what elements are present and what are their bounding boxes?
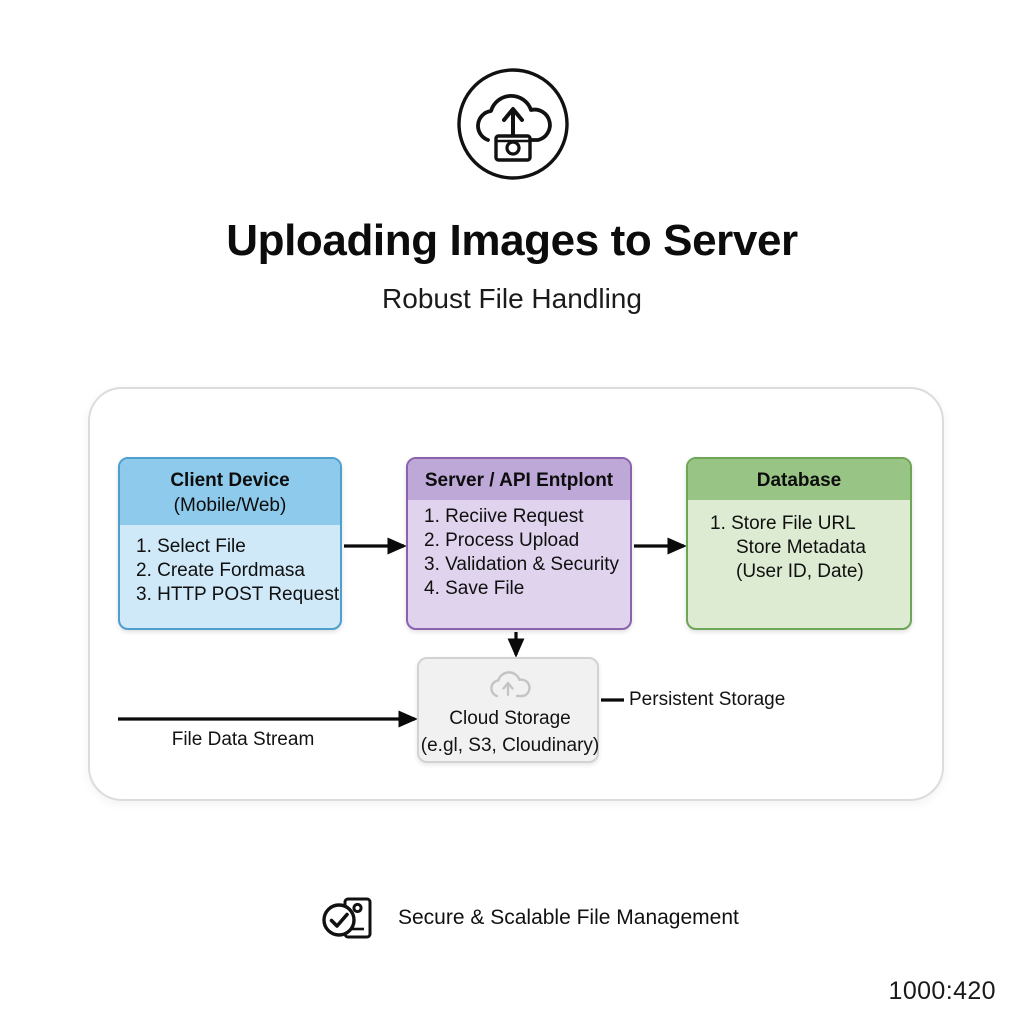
node-client-device-title: Client Device [170,470,290,491]
node-client-device-subtitle: (Mobile/Web) [173,495,287,516]
node-database[interactable]: Database 1. Store File URL Store Metadat… [686,457,912,630]
footer-label: Secure & Scalable File Management [398,906,739,929]
node-client-device-header: Client Device (Mobile/Web) [120,459,340,525]
list-item: 4. Save File [424,578,525,599]
node-client-device-body: 1. Select File 2. Create Fordmasa 3. HTT… [120,525,340,615]
cloud-upload-icon [490,671,531,698]
node-server-api-endpoint[interactable]: Server / API Entplont 1. Reciive Request… [406,457,632,630]
edge-label-persistent-storage: Persistent Storage [629,689,786,710]
verified-device-icon [322,897,372,939]
edge-label-file-data-stream: File Data Stream [171,729,315,750]
list-item: 1. Reciive Request [424,506,584,527]
corner-ratio-text: 1000:420 [888,977,996,1005]
node-database-title: Database [756,470,842,491]
footer: Secure & Scalable File Management [322,893,739,943]
page-subtitle: Robust File Handling [382,283,642,314]
cloud-upload-photo-icon [457,68,569,180]
list-item: (User ID, Date) [736,561,864,582]
list-item: 1. Store File URL [710,513,856,534]
node-cloud-storage-text: Cloud Storage (e.gl, S3, Cloudinary) [419,705,601,759]
node-server-api-endpoint-header: Server / API Entplont [408,459,630,500]
node-cloud-storage-title: Cloud Storage [449,708,571,729]
node-server-api-endpoint-title: Server / API Entplont [424,470,614,491]
list-item: Store Metadata [736,537,866,558]
list-item: 2. Process Upload [424,530,580,551]
list-item: 3. HTTP POST Request [136,584,340,605]
node-client-device[interactable]: Client Device (Mobile/Web) 1. Select Fil… [118,457,342,630]
node-server-api-endpoint-body: 1. Reciive Request 2. Process Upload 3. … [408,500,630,609]
node-database-header: Database [688,459,910,500]
list-item: 1. Select File [136,536,246,557]
page-title: Uploading Images to Server [226,216,798,265]
node-cloud-storage[interactable]: Cloud Storage (e.gl, S3, Cloudinary) [417,657,599,763]
node-database-body: 1. Store File URL Store Metadata (User I… [688,500,910,592]
list-item: 2. Create Fordmasa [136,560,305,581]
node-cloud-storage-subtitle: (e.gl, S3, Cloudinary) [420,735,600,756]
list-item: 3. Validation & Security [424,554,620,575]
